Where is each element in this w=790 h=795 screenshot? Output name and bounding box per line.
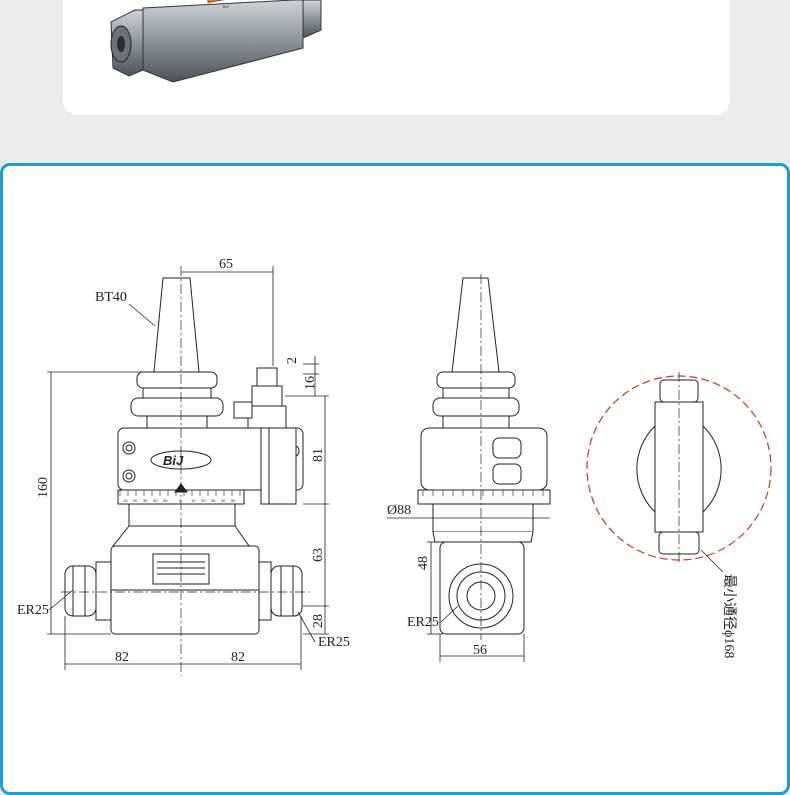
product-nameplate-text: BIJ [223, 4, 229, 9]
label-er25-left: ER25 [17, 603, 49, 618]
angle-scale-side [422, 490, 544, 496]
dim-65: 65 [219, 257, 233, 272]
dim-81: 81 [311, 448, 326, 462]
dim-82-left: 82 [115, 650, 129, 665]
scale-tick-label: 30 [211, 498, 216, 503]
dim-160: 160 [36, 477, 51, 498]
angle-scale-front: 10 20 30 40 50 0 10 20 30 40 50 [119, 490, 241, 503]
dim-28: 28 [311, 614, 326, 628]
label-er25-side: ER25 [407, 615, 439, 630]
scale-tick-label: 20 [133, 498, 138, 503]
scale-tick-label: 10 [123, 498, 128, 503]
bij-logo: BiJ [163, 453, 184, 468]
technical-drawing-panel: 10 20 30 40 50 0 10 20 30 40 50 BiJ BT40… [0, 163, 790, 795]
scale-tick-label: 10 [191, 498, 196, 503]
scale-tick-label: 50 [163, 498, 168, 503]
scale-tick-label: 30 [143, 498, 148, 503]
dim-2: 2 [285, 357, 300, 364]
scale-tick-label: 0 [179, 498, 182, 503]
label-min-clearance: 最小通径ϕ168 [721, 574, 737, 658]
label-er25-right: ER25 [318, 635, 350, 650]
product-photo: BIJ [110, 0, 322, 83]
dim-82-right: 82 [231, 650, 245, 665]
scale-tick-label: 40 [153, 498, 158, 503]
dim-63: 63 [311, 548, 326, 562]
scale-tick-label: 20 [201, 498, 206, 503]
scale-tick-label: 40 [221, 498, 226, 503]
dim-16: 16 [303, 376, 318, 390]
dim-88: Ø88 [387, 503, 411, 518]
scale-tick-label: 50 [231, 498, 236, 503]
technical-drawing: 10 20 30 40 50 0 10 20 30 40 50 BiJ BT40… [17, 257, 772, 676]
product-photo-card: BIJ [63, 0, 730, 115]
label-bt40: BT40 [95, 290, 127, 305]
dim-56: 56 [473, 643, 487, 658]
dim-48: 48 [416, 556, 431, 570]
